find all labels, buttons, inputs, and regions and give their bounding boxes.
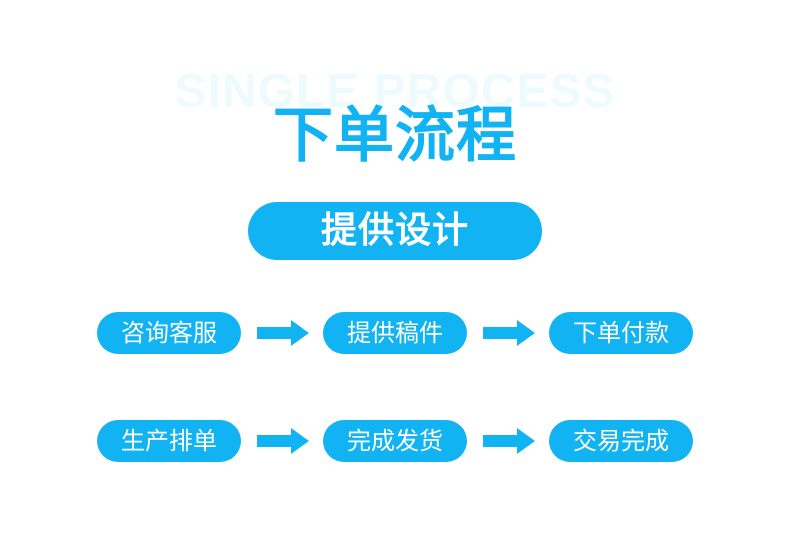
arrow-right-icon: [257, 320, 309, 346]
arrow-right-icon: [483, 320, 535, 346]
page-title: 下单流程: [273, 101, 517, 171]
step-consult-service: 咨询客服: [97, 312, 241, 354]
step-transaction-complete: 交易完成: [549, 420, 693, 462]
arrow-right-icon: [257, 428, 309, 454]
step-order-payment: 下单付款: [549, 312, 693, 354]
design-banner: 提供设计: [248, 202, 542, 260]
arrow-right-icon: [483, 428, 535, 454]
step-shipping-complete: 完成发货: [323, 420, 467, 462]
background-watermark-text: SINGLE PROCESS: [174, 65, 616, 118]
step-production-scheduling: 生产排单: [97, 420, 241, 462]
step-provide-draft: 提供稿件: [323, 312, 467, 354]
